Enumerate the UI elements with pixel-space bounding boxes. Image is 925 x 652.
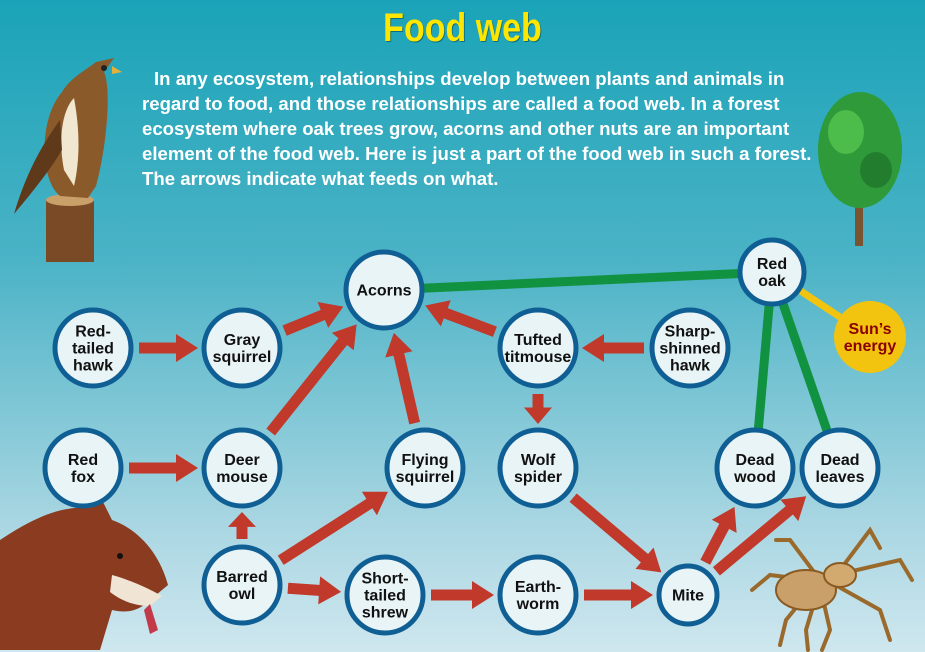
arrow-sharp_shinned_hawk-to-tufted_titmouse (582, 334, 644, 362)
link-red_oak-acorns (422, 273, 740, 288)
node-label: leaves (816, 469, 865, 486)
node-mite: Mite (659, 566, 717, 624)
node-label: titmouse (505, 349, 572, 366)
arrow-flying_squirrel-to-acorns (385, 333, 420, 425)
node-label: Dead (820, 452, 859, 469)
node-label: shrew (362, 605, 409, 622)
node-label: Gray (224, 332, 261, 349)
node-label: owl (229, 586, 256, 603)
node-label: Mite (672, 588, 704, 605)
node-acorns: Acorns (346, 252, 422, 328)
node-label: Red- (75, 324, 111, 341)
link-red_oak-dead_wood (758, 304, 769, 430)
link-red_oak-suns_energy (799, 290, 840, 317)
node-label: oak (758, 273, 786, 290)
arrow-barred_owl-to-flying_squirrel (278, 492, 388, 565)
node-label: Red (757, 256, 787, 273)
spider-illustration (752, 530, 912, 650)
node-label: Barred (216, 569, 268, 586)
node-label: Wolf (521, 452, 556, 469)
node-label: Acorns (356, 283, 411, 300)
arrow-gray_squirrel-to-acorns (283, 302, 344, 336)
node-label: Tufted (514, 332, 562, 349)
node-label: tailed (72, 341, 114, 358)
node-label: hawk (73, 358, 113, 375)
hawk-illustration (14, 58, 122, 262)
tree-illustration (818, 92, 902, 246)
node-label: fox (71, 469, 95, 486)
node-label: hawk (670, 358, 710, 375)
node-label: Deer (224, 452, 260, 469)
node-label: Red (68, 452, 98, 469)
node-label: tailed (364, 588, 406, 605)
node-label: wood (733, 469, 776, 486)
node-label: shinned (659, 341, 720, 358)
node-label: Sun’s (849, 321, 892, 338)
node-label: mouse (216, 469, 268, 486)
arrow-wolf_spider-to-mite (570, 494, 662, 573)
node-label: Sharp- (665, 324, 716, 341)
arrow-barred_owl-to-short_tailed_shrew (288, 576, 342, 604)
arrow-tufted_titmouse-to-wolf_spider (524, 394, 552, 424)
arrow-barred_owl-to-deer_mouse (228, 512, 256, 539)
link-red_oak-dead_leaves (782, 302, 827, 432)
node-label: squirrel (213, 349, 272, 366)
node-label: Flying (401, 452, 448, 469)
fox-illustration (0, 488, 168, 650)
node-label: Earth- (515, 579, 561, 596)
arrow-tufted_titmouse-to-acorns (425, 300, 497, 337)
arrow-red_tailed_hawk-to-gray_squirrel (139, 334, 198, 362)
node-label: Dead (735, 452, 774, 469)
node-earthworm: Earth-worm (500, 557, 576, 633)
node-label: spider (514, 469, 562, 486)
arrow-short_tailed_shrew-to-earthworm (431, 581, 494, 609)
node-label: energy (844, 338, 897, 355)
node-label: worm (516, 596, 560, 613)
node-label: Short- (361, 571, 408, 588)
node-label: squirrel (396, 469, 455, 486)
arrow-earthworm-to-mite (584, 581, 653, 609)
arrow-red_fox-to-deer_mouse (129, 454, 198, 482)
